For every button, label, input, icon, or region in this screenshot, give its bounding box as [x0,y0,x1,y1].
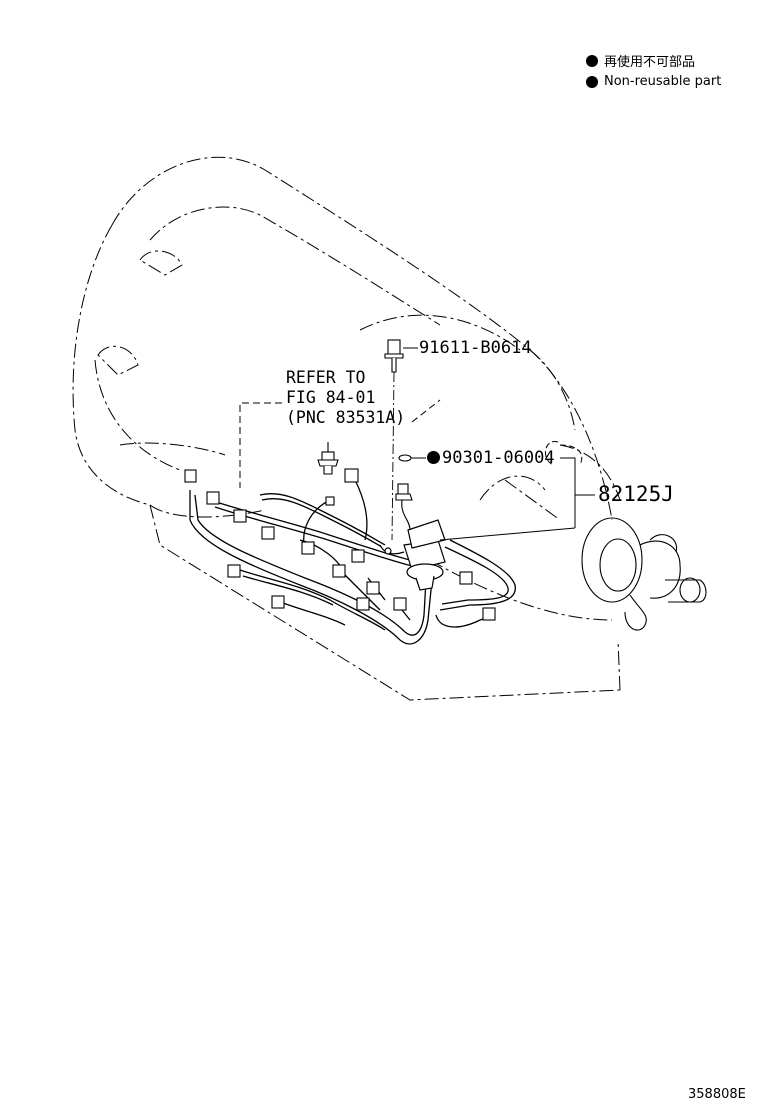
bolt-91611-b0614 [384,339,404,373]
output-flange [581,517,707,631]
reference-line-3: (PNC 83531A) [286,408,406,427]
callout-bolt[interactable]: 91611-B0614 [419,338,532,358]
reference-bracket [239,402,282,488]
transmission-outline [72,156,621,701]
harness-leader-lines [439,441,595,541]
legend: 再使用不可部品 Non-reusable part [586,50,721,92]
reference-line-2: FIG 84-01 [286,388,376,407]
callout-oring[interactable]: 90301-06004 [427,448,555,468]
non-reusable-dot-icon [586,54,598,67]
callout-oring-text: 90301-06004 [442,448,555,468]
legend-row-japanese: 再使用不可部品 [586,50,721,71]
callout-bolt-text: 91611-B0614 [419,338,532,358]
non-reusable-dot-icon [586,75,598,88]
legend-label-japanese: 再使用不可部品 [604,55,696,70]
sensor-plug [317,442,339,475]
legend-row-english: Non-reusable part [586,71,721,92]
harness-connector-body [379,519,446,591]
connectors [184,468,496,621]
callout-harness-text: 82125J [598,482,674,506]
o-ring-90301-06004 [398,454,412,462]
reference-line-1: REFER TO [286,368,366,387]
bolt-centerline [391,371,395,541]
callout-harness[interactable]: 82125J [598,482,674,506]
harness-clamp [395,483,413,531]
legend-label-english: Non-reusable part [604,74,722,89]
reference-note[interactable]: REFER TO FIG 84-01 (PNC 83531A) [286,368,405,428]
figure-id: 358808E [688,1087,746,1102]
non-reusable-dot-icon [427,451,440,464]
reference-bracket-right [411,399,441,423]
